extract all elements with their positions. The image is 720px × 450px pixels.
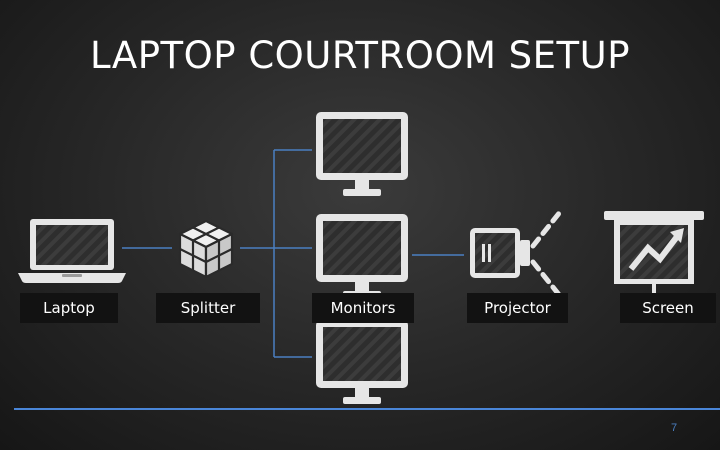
laptop-icon xyxy=(18,219,126,283)
splitter-icon xyxy=(178,219,234,279)
monitor-icon-bottom xyxy=(316,320,408,404)
connector-lines xyxy=(122,149,464,358)
monitor-icon-middle xyxy=(316,214,408,298)
projector-beam-icon xyxy=(530,209,563,299)
label-splitter: Splitter xyxy=(156,293,260,323)
monitor-icon-top xyxy=(316,112,408,196)
page-number: 7 xyxy=(670,422,678,434)
slide-title: LAPTOP COURTROOM SETUP xyxy=(89,34,631,77)
label-monitors: Monitors xyxy=(312,293,414,323)
label-laptop: Laptop xyxy=(20,293,118,323)
projector-icon xyxy=(470,209,563,299)
footer-divider xyxy=(14,408,720,410)
label-projector: Projector xyxy=(467,293,568,323)
label-screen: Screen xyxy=(620,293,716,323)
